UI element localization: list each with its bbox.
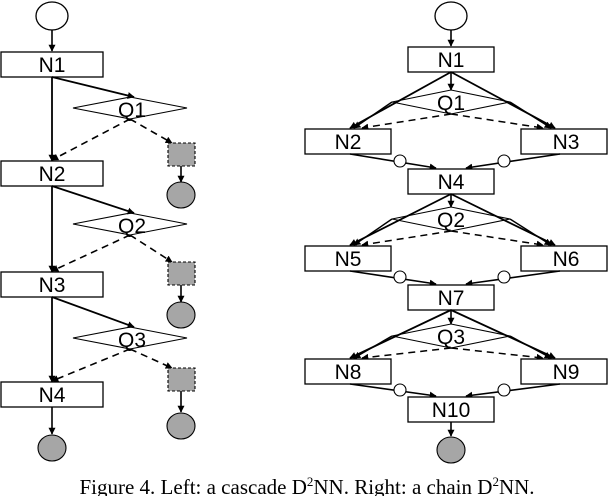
- cascade-exit-box-2: [167, 261, 196, 286]
- chain-start-node: [434, 1, 468, 31]
- chain-final-output: [436, 436, 466, 464]
- chain-node-n9-label: N9: [553, 361, 580, 384]
- caption-text-1: Figure 4. Left: a cascade D: [79, 475, 307, 496]
- chain-merge-op-3b: [497, 383, 511, 397]
- cascade-node-n4-label: N4: [39, 384, 66, 407]
- cascade-question-q3-label: Q3: [118, 329, 146, 352]
- chain-node-n4: [407, 168, 495, 195]
- cascade-exit-box-3: [167, 367, 196, 392]
- chain-merge-op-2b: [497, 270, 511, 284]
- caption-text-2: NN. Right: a chain D: [313, 475, 493, 496]
- chain-node-n7: [407, 284, 495, 311]
- chain-merge-op-3a: [393, 383, 407, 397]
- cascade-node-n4: [0, 381, 104, 408]
- chain-merge-op-2a: [393, 270, 407, 284]
- cascade-node-n2-label: N2: [39, 163, 66, 186]
- chain-node-n6-label: N6: [553, 248, 580, 271]
- caption-text-3: NN.: [498, 475, 535, 496]
- chain-merge-op-1a: [393, 154, 407, 168]
- cascade-exit-output-1: [166, 181, 196, 209]
- chain-node-n1-label: N1: [438, 49, 465, 72]
- figure-caption: Figure 4. Left: a cascade D2NN. Right: a…: [0, 472, 614, 496]
- cascade-exit-output-2: [166, 301, 196, 329]
- cascade-node-n2: [0, 160, 104, 187]
- cascade-exit-output-3: [166, 412, 196, 440]
- chain-node-n8: [304, 358, 392, 385]
- chain-node-n2: [304, 128, 392, 155]
- chain-question-q2-label: Q2: [437, 209, 465, 232]
- cascade-question-q1-label: Q1: [118, 99, 146, 122]
- chain-node-n10-label: N10: [432, 399, 471, 422]
- chain-node-n10: [407, 396, 495, 423]
- chain-node-n5: [304, 245, 392, 272]
- chain-node-n4-label: N4: [438, 171, 465, 194]
- chain-node-n6: [520, 245, 608, 272]
- cascade-node-n1-label: N1: [39, 54, 66, 77]
- cascade-exit-box-1: [167, 142, 196, 167]
- cascade-diagram: N1 Q1 N2 Q2 N3 Q3: [0, 1, 196, 462]
- chain-merge-op-1b: [497, 154, 511, 168]
- caption-sup-1: 2: [306, 474, 314, 489]
- chain-node-n1: [407, 46, 495, 73]
- cascade-final-output: [37, 434, 67, 462]
- cascade-question-q2-label: Q2: [118, 215, 146, 238]
- chain-question-q1-label: Q1: [437, 92, 465, 115]
- chain-question-q3-label: Q3: [437, 326, 465, 349]
- chain-node-n9: [520, 358, 608, 385]
- chain-node-n7-label: N7: [438, 287, 465, 310]
- chain-node-n2-label: N2: [335, 131, 362, 154]
- chain-node-n3-label: N3: [553, 131, 580, 154]
- cascade-question-q1: [72, 96, 188, 120]
- cascade-start-node: [35, 1, 69, 31]
- chain-node-n5-label: N5: [335, 248, 362, 271]
- cascade-node-n3-label: N3: [39, 274, 66, 297]
- cascade-question-q3: [72, 326, 188, 350]
- chain-node-n8-label: N8: [335, 361, 362, 384]
- cascade-question-q2: [72, 212, 188, 236]
- chain-node-n3: [520, 128, 608, 155]
- chain-diagram: N1 Q1 N2 N3 N4 Q2 N5: [304, 1, 608, 464]
- caption-sup-2: 2: [492, 474, 499, 489]
